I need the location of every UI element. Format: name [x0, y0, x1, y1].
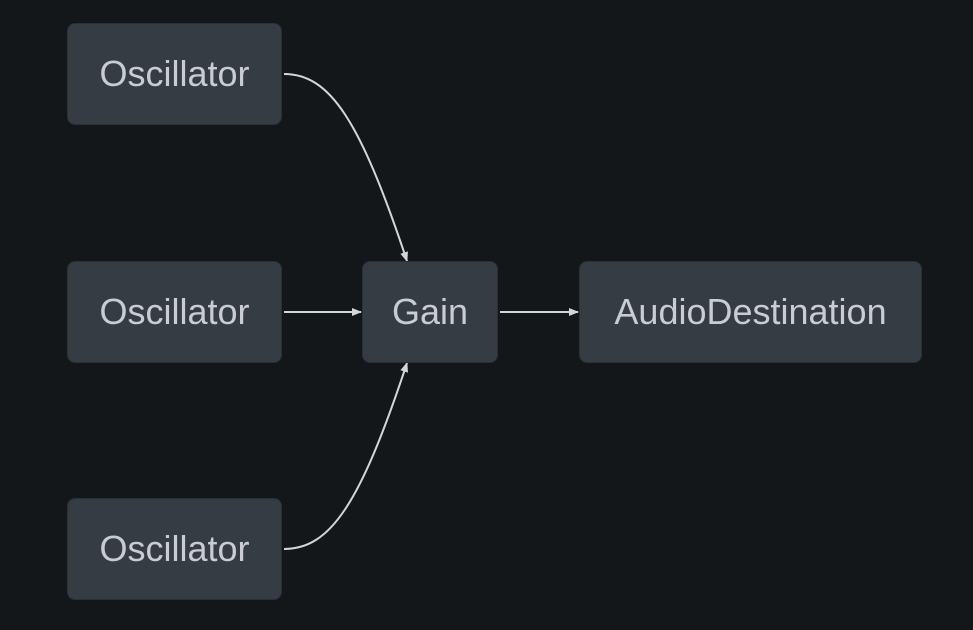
audio-destination-node[interactable]: AudioDestination	[579, 261, 922, 363]
edge-oscillator-3-to-gain	[283, 362, 408, 550]
audio-destination-node-label: AudioDestination	[614, 291, 887, 332]
oscillator-node-2[interactable]: Oscillator	[67, 261, 282, 363]
gain-node-label: Gain	[391, 291, 469, 332]
gain-node[interactable]: Gain	[362, 261, 498, 363]
oscillator-node-3-label: Oscillator	[99, 528, 250, 569]
edge-oscillator-1-to-gain	[283, 73, 408, 262]
oscillator-node-1[interactable]: Oscillator	[67, 23, 282, 125]
oscillator-node-3[interactable]: Oscillator	[67, 498, 282, 600]
oscillator-node-1-label: Oscillator	[99, 53, 250, 94]
oscillator-node-2-label: Oscillator	[99, 291, 250, 332]
